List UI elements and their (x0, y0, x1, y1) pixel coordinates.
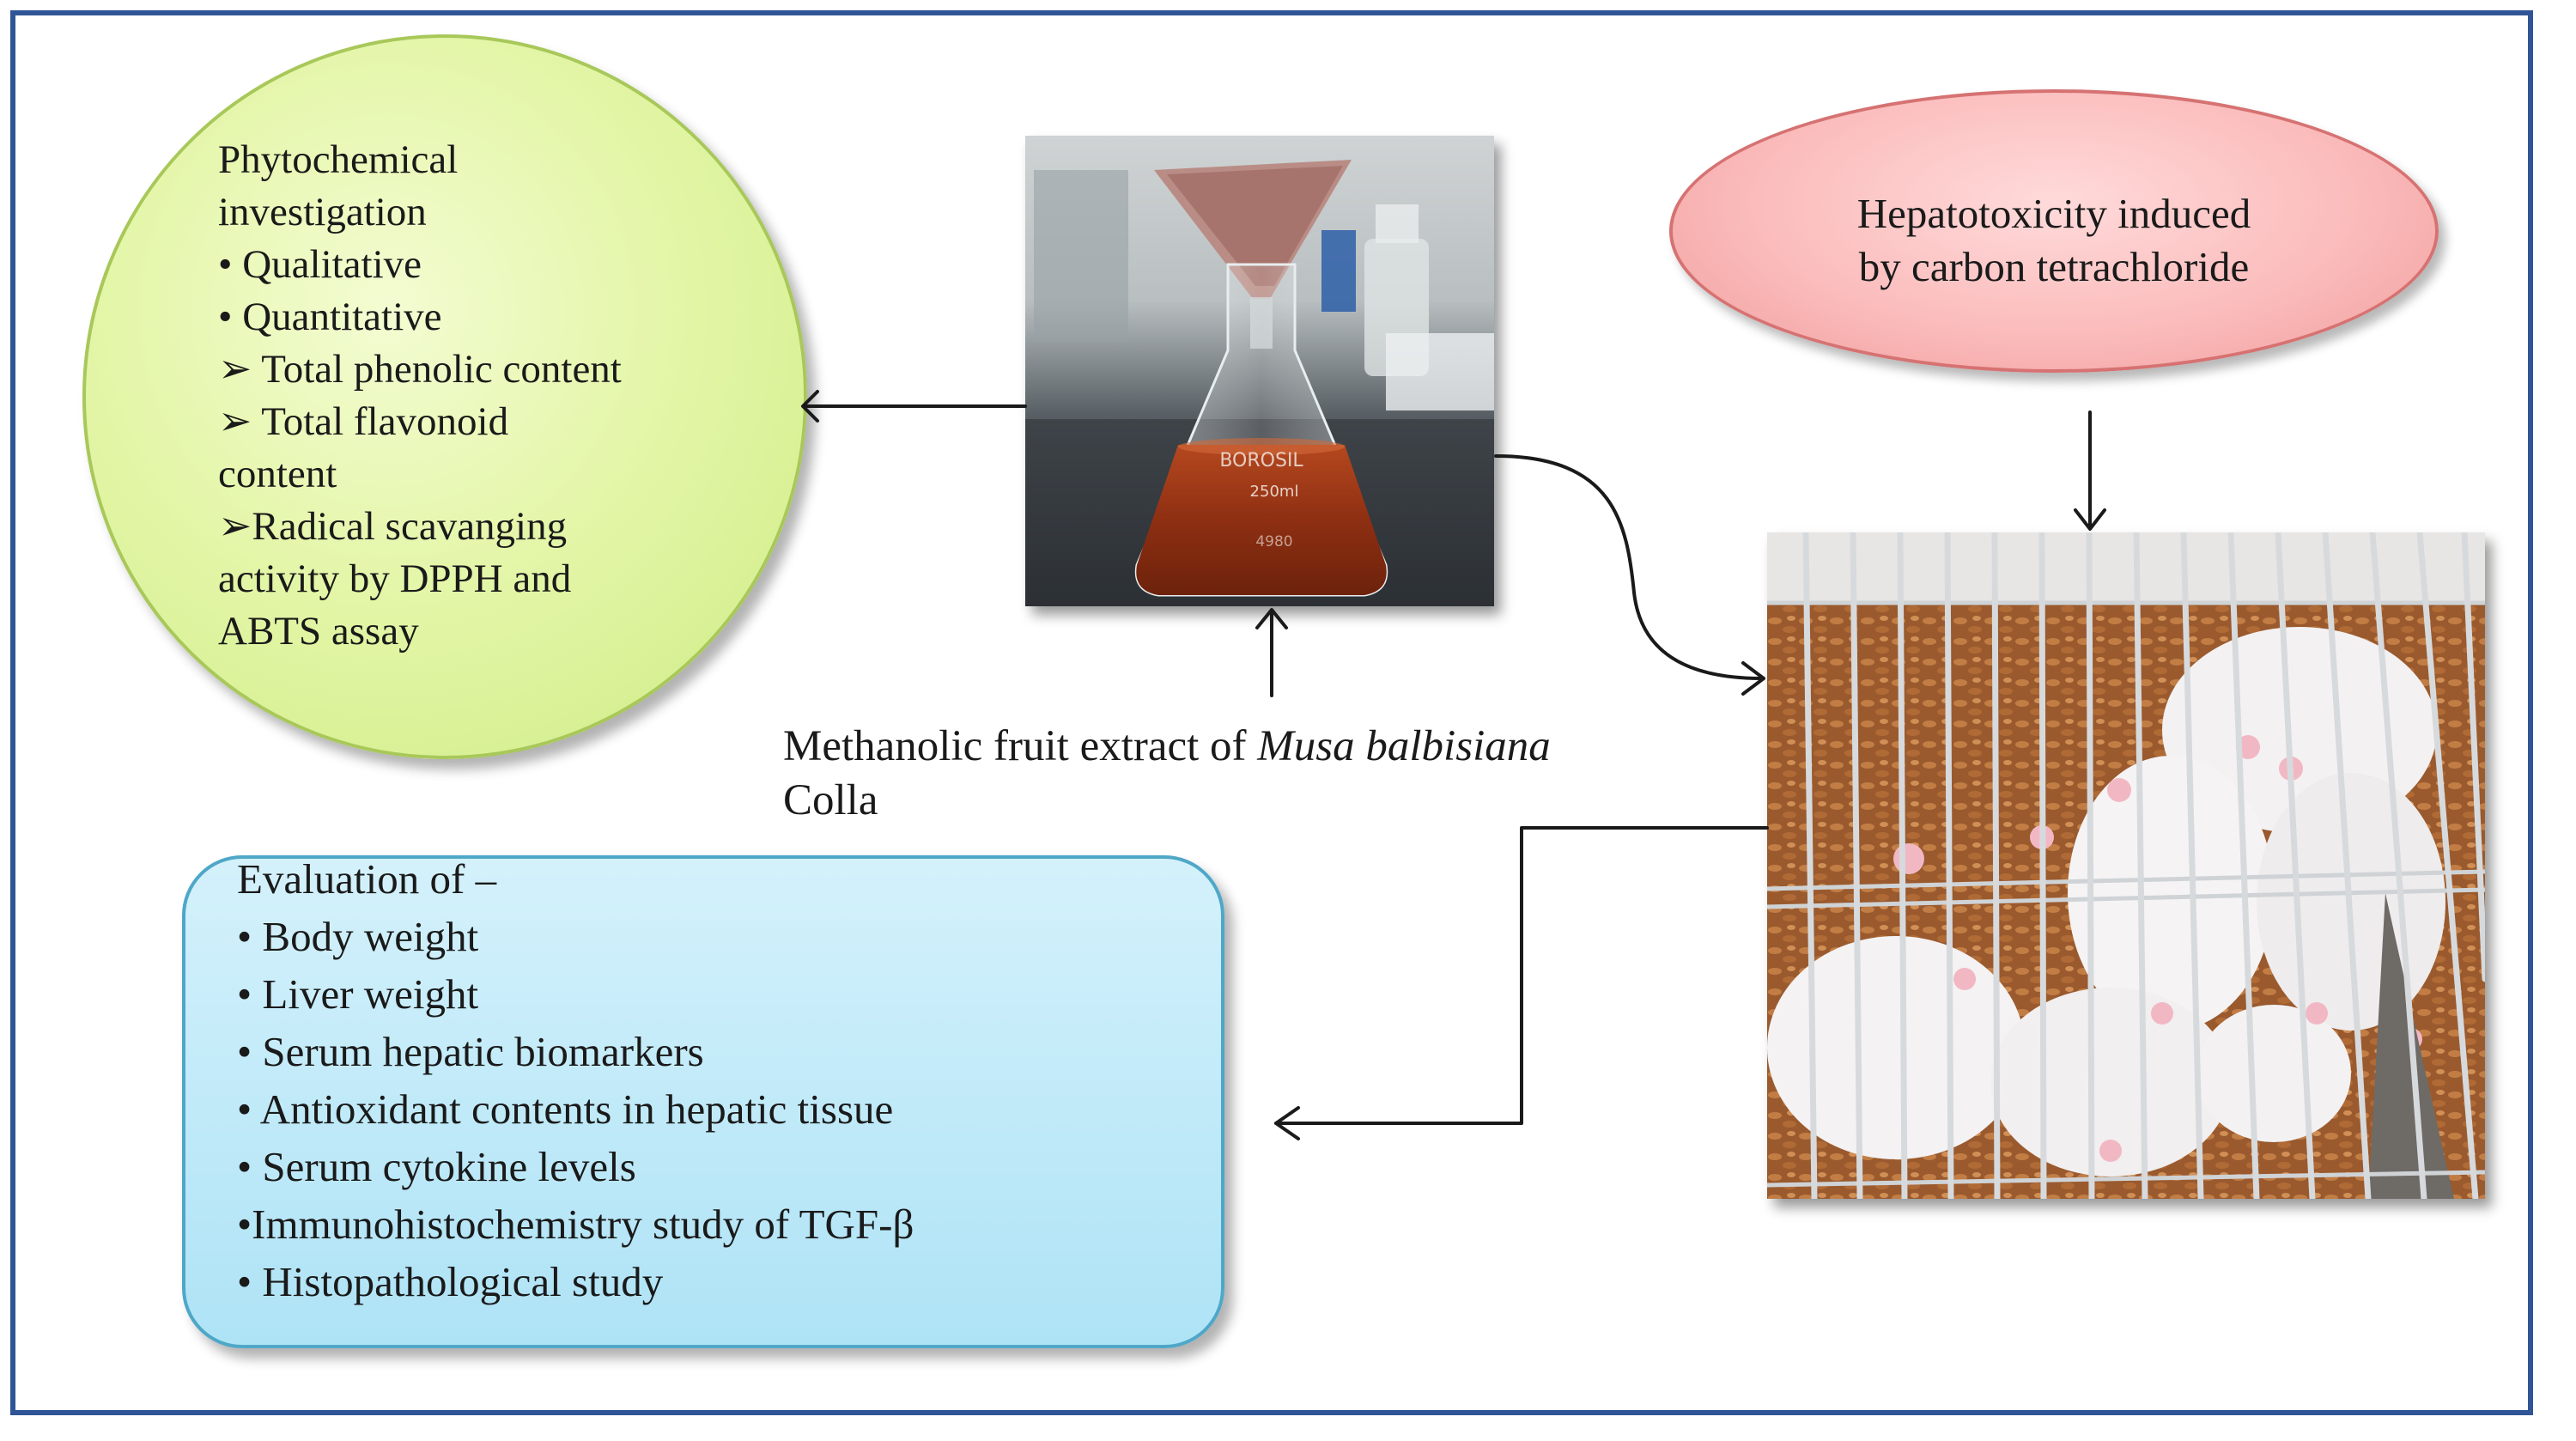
extract-caption-prefix: Methanolic fruit extract of (783, 722, 1258, 770)
extract-caption: Methanolic fruit extract of Musa balbisi… (783, 720, 1551, 828)
arrow-mice-to-evaluation-head (1274, 1106, 1300, 1140)
mouse-body (2068, 756, 2274, 1031)
phytochemical-title-line2: investigation (218, 190, 427, 234)
phytochemical-item-quantitative: • Quantitative (218, 295, 442, 339)
evaluation-item-antioxidant-contents: • Antioxidant contents in hepatic tissue (237, 1085, 894, 1133)
evaluation-item-liver-weight: • Liver weight (237, 970, 479, 1018)
filter-residue (1167, 166, 1343, 286)
liquid-surface (1178, 438, 1345, 455)
arrow-flask-to-mice (1494, 454, 1764, 680)
extract-species-name: Musa balbisiana (1257, 722, 1551, 770)
mouse-paw (2107, 778, 2131, 802)
background-bottle-cap (1376, 204, 1419, 243)
mouse-paw (2306, 1002, 2328, 1025)
flask-photo-illustration: BOROSIL 250ml 4980 (1025, 136, 1494, 606)
hepatotoxicity-ellipse (1669, 89, 2439, 373)
evaluation-item-serum-cytokine: • Serum cytokine levels (237, 1143, 636, 1190)
extract-caption-line1: Methanolic fruit extract of Musa balbisi… (783, 720, 1551, 774)
evaluation-item-histopathological: • Histopathological study (237, 1258, 664, 1305)
phytochemical-item-radical-3: ABTS assay (218, 609, 419, 654)
mouse-paw (1953, 968, 1976, 990)
arrow-hepatotoxicity-to-mice-head (2074, 508, 2106, 531)
evaluation-item-immunohistochemistry: •Immunohistochemistry study of TGF-β (237, 1201, 914, 1248)
phytochemical-item-phenolic: ➢ Total phenolic content (218, 347, 622, 392)
evaluation-title: Evaluation of – (237, 855, 497, 903)
flask-volume-label: 250ml (1250, 483, 1299, 501)
arrow-mice-to-evaluation (1274, 826, 1769, 1125)
phytochemical-item-flavonoid-1: ➢ Total flavonoid (218, 399, 509, 444)
hepatotoxicity-line1: Hepatotoxicity induced (1856, 190, 2251, 237)
extract-caption-suffix: Colla (783, 776, 878, 824)
mouse-body (1767, 936, 2025, 1159)
phytochemical-item-radical-1: ➢Radical scavanging (218, 504, 568, 549)
evaluation-box (182, 855, 1224, 1348)
arrow-flask-to-phytochemical-head (801, 390, 819, 423)
phytochemical-item-qualitative: • Qualitative (218, 242, 422, 287)
flask-brand-label: BOROSIL (1219, 450, 1303, 471)
evaluation-item-body-weight: • Body weight (237, 913, 479, 960)
hepatotoxicity-text: Hepatotoxicity induced by carbon tetrach… (1669, 187, 2439, 294)
flask-liquid (1136, 445, 1387, 595)
evaluation-item-serum-biomarkers: • Serum hepatic biomarkers (237, 1028, 704, 1075)
phytochemical-title-line1: Phytochemical (218, 137, 459, 182)
arrow-flask-to-mice-head (1741, 661, 1765, 696)
phytochemical-circle (82, 34, 807, 759)
cage-wires-vertical (1802, 532, 2485, 1199)
flask-code-label: 4980 (1255, 533, 1292, 550)
background-blue-cap (1321, 230, 1356, 312)
background-paper (1386, 333, 1494, 410)
mouse-body (2196, 1005, 2351, 1142)
phytochemical-item-radical-2: activity by DPPH and (218, 556, 572, 601)
mouse-paw (2151, 1002, 2173, 1025)
cage-top-lid (1767, 532, 2485, 601)
outer-frame (10, 10, 2533, 1415)
arrow-extract-to-flask-head (1255, 608, 1288, 629)
evaluation-text: Evaluation of – • Body weight • Liver we… (237, 850, 914, 1310)
background-shelf (1034, 170, 1128, 342)
mice-cage-photo (1767, 532, 2485, 1199)
phytochemical-text: Phytochemical investigation • Qualitativ… (218, 134, 622, 658)
flask-photo: BOROSIL 250ml 4980 (1025, 136, 1494, 606)
mice-cage-illustration (1767, 532, 2485, 1199)
mouse-body (1990, 988, 2231, 1177)
hepatotoxicity-line2: by carbon tetrachloride (1858, 243, 2250, 290)
phytochemical-item-flavonoid-2: content (218, 452, 337, 496)
mouse-paw (2099, 1140, 2122, 1162)
